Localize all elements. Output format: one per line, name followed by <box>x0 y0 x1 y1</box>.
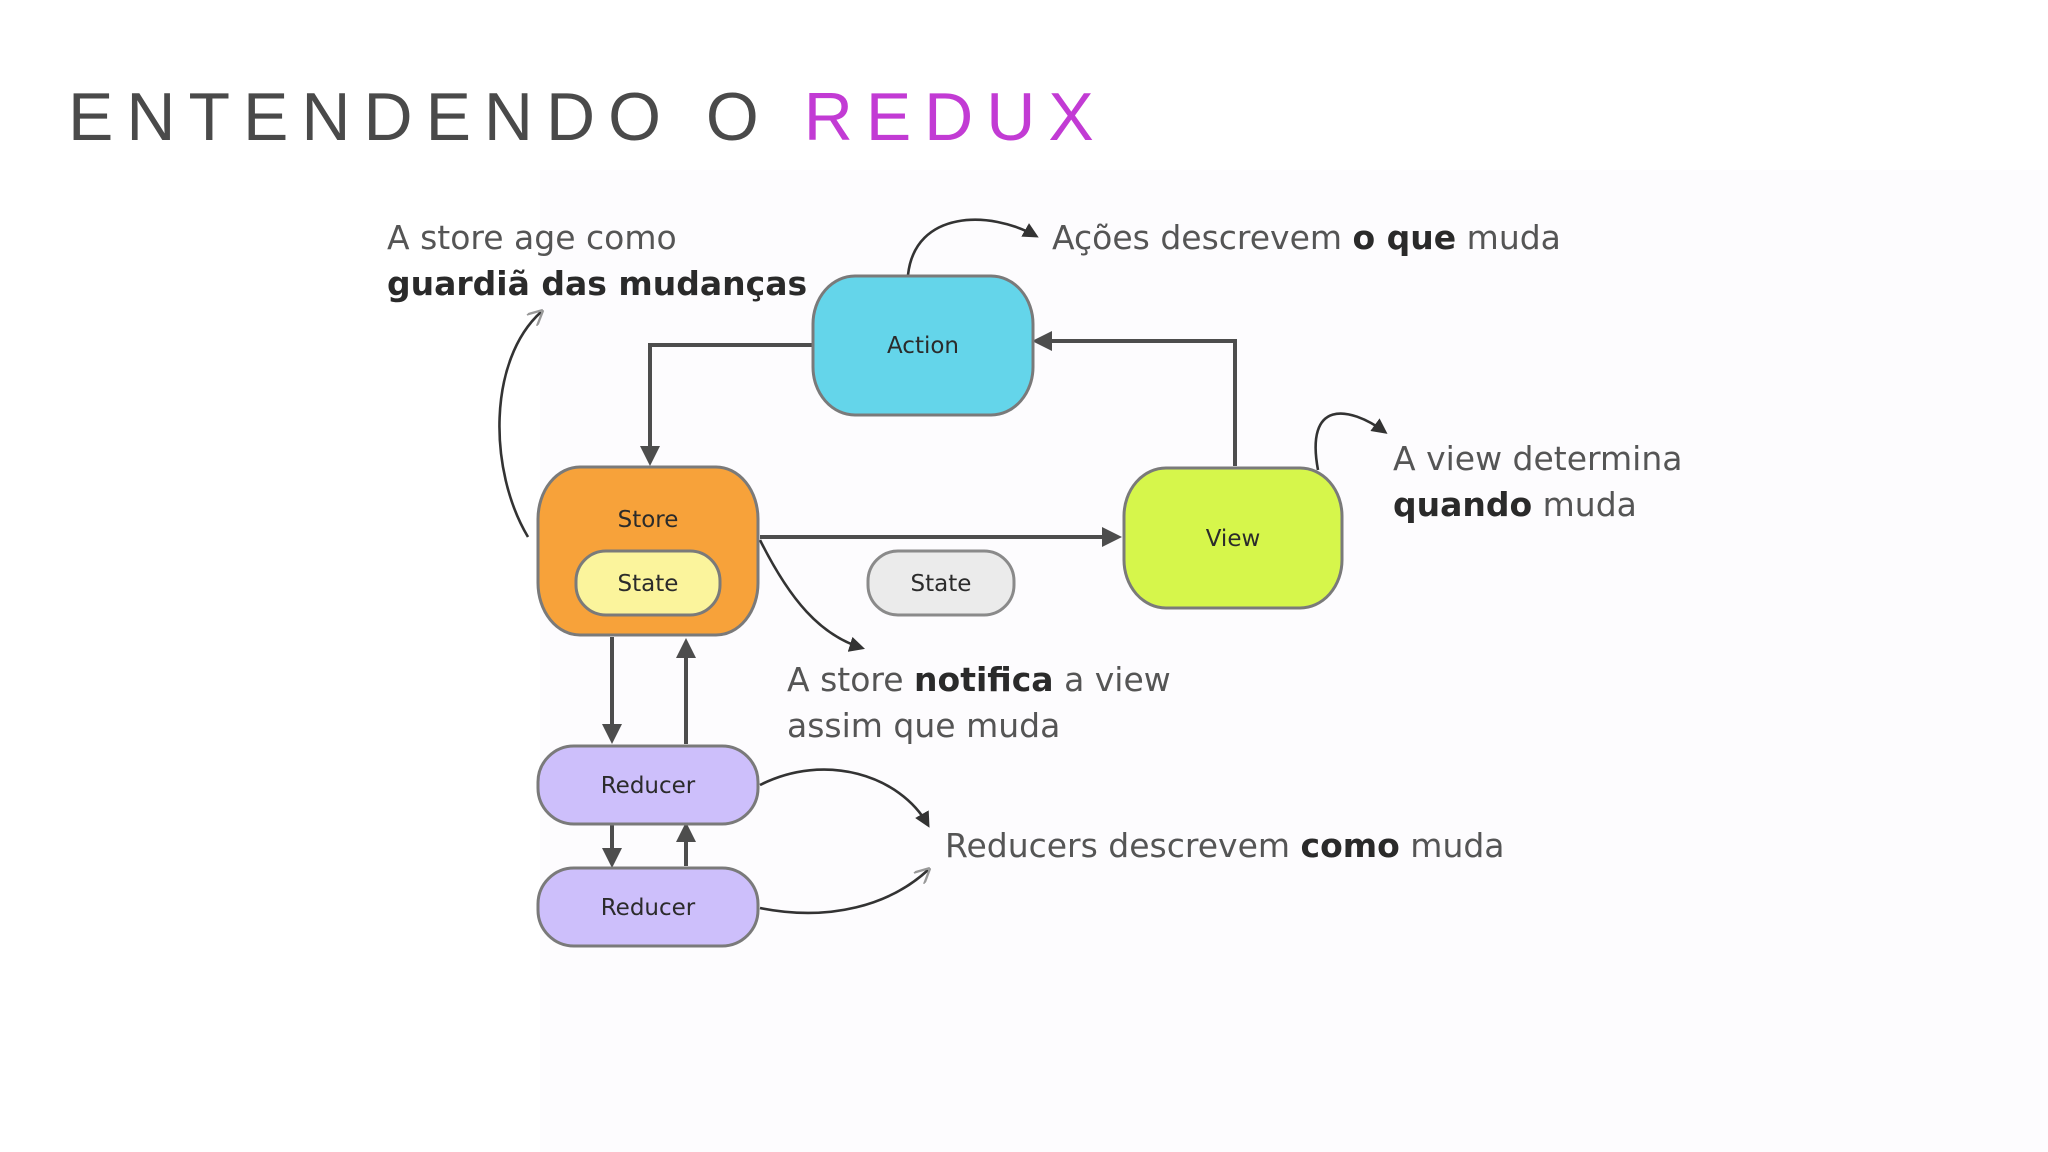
curve-reducer2 <box>759 870 928 915</box>
note-actions-post: muda <box>1456 218 1561 257</box>
reducer-node-2: Reducer <box>536 866 760 948</box>
diagram-background <box>540 170 2048 1152</box>
note-view-post: muda <box>1532 485 1637 524</box>
reducer-1-label: Reducer <box>601 773 696 799</box>
note-actions-bold: o que <box>1353 218 1457 257</box>
action-node: Action <box>811 274 1035 417</box>
curve-store-guard <box>498 312 541 538</box>
note-store-notifies-post: a view <box>1054 660 1171 699</box>
note-actions: Ações descrevem o que muda <box>1052 218 1561 257</box>
curve-actions <box>906 218 1039 276</box>
reducer-2-label: Reducer <box>601 895 696 921</box>
note-reducers: Reducers descrevem como muda <box>945 826 1505 865</box>
store-label: Store <box>618 507 679 533</box>
note-view-line2: quando muda <box>1393 485 1637 524</box>
curve-reducer1 <box>759 768 930 828</box>
note-store-guard-line2: guardiã das mudanças <box>387 264 807 303</box>
title-part-2: REDUX <box>803 79 1107 155</box>
note-store-notifies-line1: A store notifica a view <box>787 660 1171 699</box>
store-state-label: State <box>618 571 679 597</box>
curve-store-notifies <box>758 539 865 652</box>
edge-action-to-store <box>640 343 816 466</box>
note-store-notifies-bold: notifica <box>914 660 1054 699</box>
reducer-node-1: Reducer <box>536 744 760 826</box>
view-label: View <box>1206 526 1261 552</box>
curve-view <box>1314 412 1388 471</box>
state-node: State <box>866 549 1016 617</box>
note-reducers-post: muda <box>1400 826 1505 865</box>
edge-view-to-action <box>1032 331 1237 466</box>
action-label: Action <box>887 333 959 359</box>
note-store-guard-line1: A store age como <box>387 218 677 257</box>
title-part-1: ENTENDENDO O <box>68 79 804 155</box>
view-node: View <box>1122 466 1344 610</box>
note-reducers-pre: Reducers descrevem <box>945 826 1301 865</box>
note-store-guard-bold: guardiã das mudanças <box>387 264 807 303</box>
store-node: Store State <box>536 465 760 637</box>
note-reducers-bold: como <box>1301 826 1400 865</box>
note-store-notifies-line2: assim que muda <box>787 706 1060 745</box>
state-label: State <box>911 571 972 597</box>
note-store-notifies-pre: A store <box>787 660 914 699</box>
note-actions-pre: Ações descrevem <box>1052 218 1353 257</box>
note-view-bold: quando <box>1393 485 1532 524</box>
note-view-line1: A view determina <box>1393 439 1682 478</box>
slide-title: ENTENDENDO O REDUX <box>68 78 1107 156</box>
